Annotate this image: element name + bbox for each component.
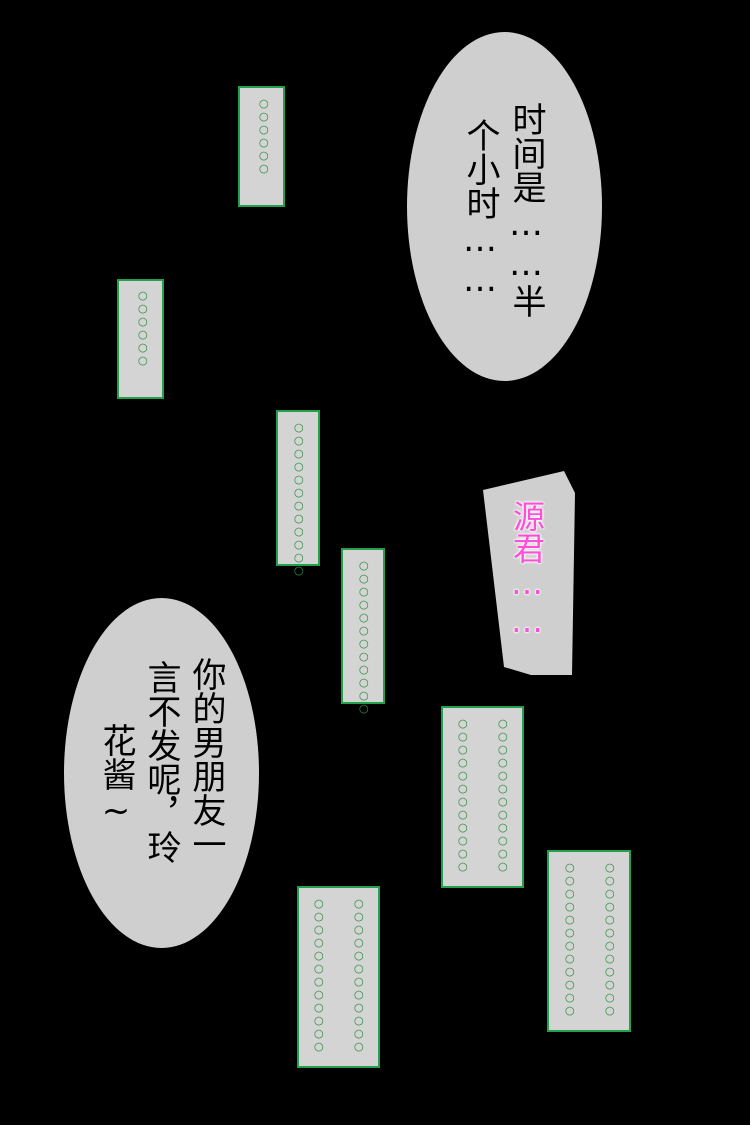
dot-column-left: ○○○○○○○○○○○○ (312, 897, 326, 1053)
speech-text-bottom-col2: 言不发呢，玲 (141, 660, 181, 864)
dot-column-right: ○○○○○○○○○○○○ (352, 897, 366, 1053)
dot-column: ○○○○○○○○○○○○ (292, 421, 306, 577)
dot-box-1: ○○○○○○ (238, 86, 285, 207)
speech-bubble-bottom (64, 598, 259, 948)
speech-text-top-col1: 时间是……半 (506, 102, 546, 318)
dot-column-right: ○○○○○○○○○○○○ (496, 717, 510, 873)
dot-box-6: ○○○○○○○○○○○○ ○○○○○○○○○○○○ (547, 850, 631, 1032)
speech-text-pink: 源君…… (508, 500, 546, 640)
dot-column: ○○○○○○○○○○○○ (357, 559, 371, 715)
speech-bubble-top (407, 32, 602, 381)
speech-text-bottom-col1: 你的男朋友一 (186, 657, 226, 861)
dot-column: ○○○○○○ (257, 97, 271, 175)
dot-box-7: ○○○○○○○○○○○○ ○○○○○○○○○○○○ (297, 886, 380, 1068)
dot-box-2: ○○○○○○ (117, 279, 164, 399)
speech-text-top-col2: 个小时…… (460, 118, 500, 300)
dot-column-left: ○○○○○○○○○○○○ (563, 861, 577, 1017)
dot-box-3: ○○○○○○○○○○○○ (276, 410, 320, 577)
speech-text-bottom-col3: 花酱~ (96, 723, 136, 831)
dot-box-5: ○○○○○○○○○○○○ ○○○○○○○○○○○○ (441, 706, 524, 888)
dot-column-left: ○○○○○○○○○○○○ (456, 717, 470, 873)
dot-column: ○○○○○○ (136, 289, 150, 367)
dot-column-right: ○○○○○○○○○○○○ (603, 861, 617, 1017)
dot-box-4: ○○○○○○○○○○○○ (341, 548, 385, 715)
